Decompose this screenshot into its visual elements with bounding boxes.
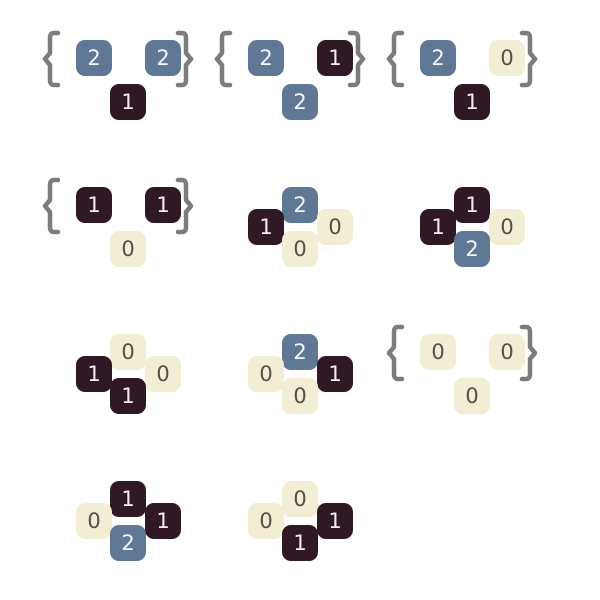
value-tile-right: 1 — [317, 356, 353, 392]
value-tile-right: 0 — [317, 209, 353, 245]
value-tile-bottom: 1 — [282, 525, 318, 561]
value-tile-right: 0 — [489, 209, 525, 245]
value-tile-top: 2 — [282, 187, 318, 223]
value-tile-upper-right: 2 — [145, 40, 181, 76]
brace-left-icon — [42, 177, 61, 235]
brace-right-icon — [175, 30, 194, 88]
value-tile-bottom: 0 — [110, 231, 146, 267]
value-tile-left: 0 — [248, 503, 284, 539]
value-tile-bottom: 2 — [454, 231, 490, 267]
value-tile-upper-right: 1 — [317, 40, 353, 76]
value-tile-top: 1 — [110, 481, 146, 517]
value-tile-right: 1 — [145, 503, 181, 539]
value-tile-bottom: 0 — [282, 378, 318, 414]
value-tile-bottom: 1 — [110, 378, 146, 414]
value-tile-upper-left: 0 — [420, 334, 456, 370]
value-tile-upper-right: 1 — [145, 187, 181, 223]
value-tile-bottom: 1 — [454, 84, 490, 120]
value-tile-upper-right: 0 — [489, 40, 525, 76]
brace-right-icon — [175, 177, 194, 235]
value-tile-bottom: 1 — [110, 84, 146, 120]
value-tile-bottom: 0 — [282, 231, 318, 267]
value-tile-upper-right: 0 — [489, 334, 525, 370]
value-tile-top: 0 — [110, 334, 146, 370]
brace-left-icon — [214, 30, 233, 88]
value-tile-upper-left: 2 — [76, 40, 112, 76]
value-tile-top: 1 — [454, 187, 490, 223]
value-tile-bottom: 2 — [282, 84, 318, 120]
brace-right-icon — [519, 324, 538, 382]
value-tile-right: 1 — [317, 503, 353, 539]
value-tile-top: 0 — [282, 481, 318, 517]
value-tile-left: 1 — [76, 356, 112, 392]
value-tile-bottom: 2 — [110, 525, 146, 561]
value-tile-upper-left: 1 — [76, 187, 112, 223]
brace-right-icon — [347, 30, 366, 88]
value-tile-left: 1 — [248, 209, 284, 245]
brace-left-icon — [386, 324, 405, 382]
value-tile-right: 0 — [145, 356, 181, 392]
value-tile-left: 0 — [248, 356, 284, 392]
brace-left-icon — [42, 30, 61, 88]
value-tile-bottom: 0 — [454, 378, 490, 414]
value-tile-top: 2 — [282, 334, 318, 370]
brace-left-icon — [386, 30, 405, 88]
value-tile-left: 1 — [420, 209, 456, 245]
value-tile-upper-left: 2 — [420, 40, 456, 76]
value-tile-left: 0 — [76, 503, 112, 539]
value-tile-upper-left: 2 — [248, 40, 284, 76]
brace-right-icon — [519, 30, 538, 88]
